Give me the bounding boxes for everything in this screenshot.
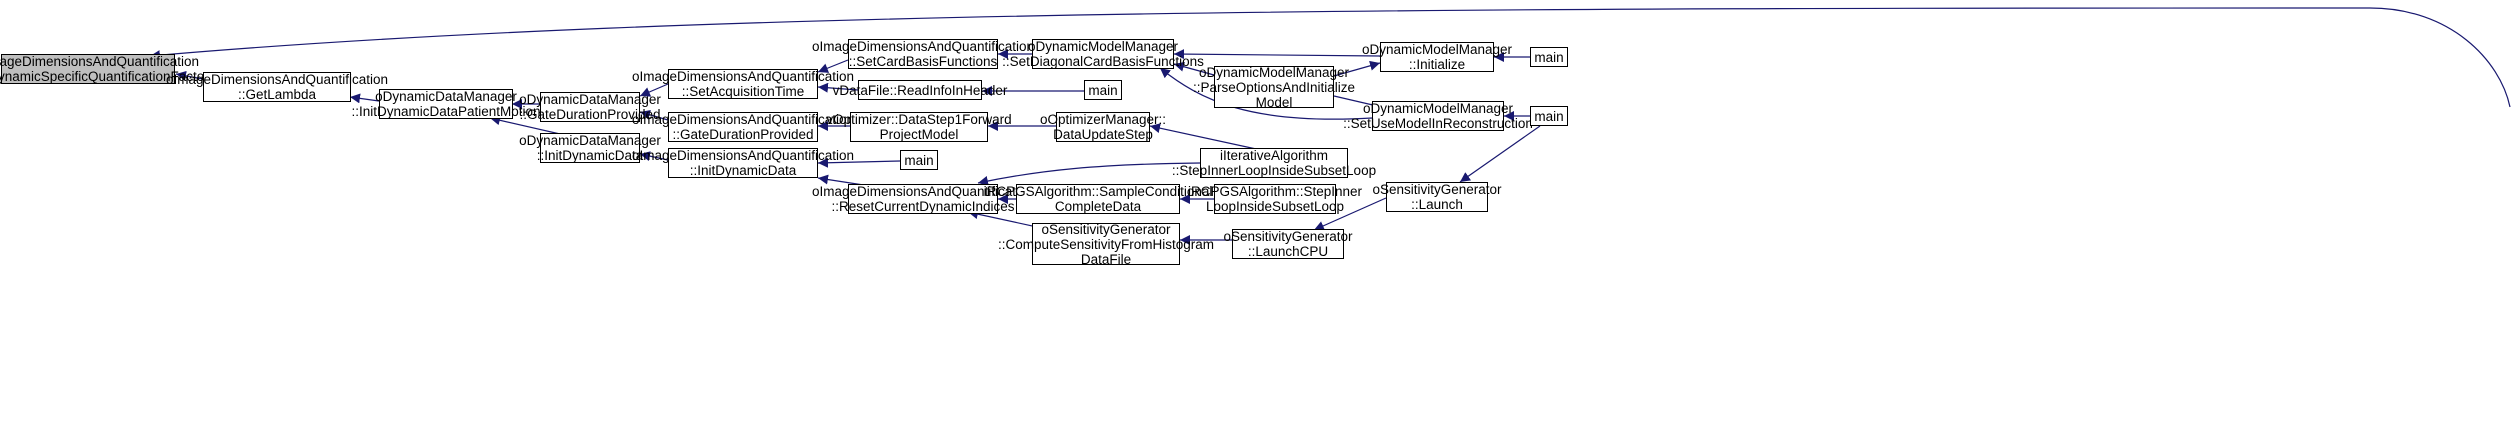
edge-getlambda-to-root — [175, 70, 204, 81]
node-sensitivity-compute-from-histogram[interactable]: oSensitivityGenerator ::ComputeSensitivi… — [997, 221, 1215, 267]
edge-mainmid-to-idqinitdata — [817, 157, 901, 168]
node-idq-set-card-basis-functions[interactable]: oImageDimensionsAndQuantification ::SetC… — [811, 39, 1035, 69]
node-init-dynamic-data-patient-motion[interactable]: oDynamicDataManager ::InitDynamicDataPat… — [351, 89, 541, 119]
node-rcpgs-step-inner-loop[interactable]: iRCPGSAlgorithm::StepInner LoopInsideSub… — [1187, 184, 1363, 214]
node-vdatafile-read-info-in-header[interactable]: vDataFile::ReadInfoInHeader — [833, 80, 1007, 100]
edge-dmminit-to-dmmsetdiag — [1173, 49, 1381, 60]
node-ddm-gate-duration-provided[interactable]: oDynamicDataManager ::GateDurationProvid… — [519, 92, 661, 122]
node-idq-reset-current-dynamic-indices[interactable]: oImageDimensionsAndQuantification ::Rese… — [811, 184, 1035, 214]
edge-vreadinfo-to-idqsetacq — [817, 82, 859, 93]
edge-mainright-to-senslaunch — [1459, 125, 1541, 183]
node-main-mid[interactable]: main — [900, 150, 938, 170]
node-idq-init-dynamic-data[interactable]: oImageDimensionsAndQuantification ::Init… — [631, 148, 855, 178]
node-dmm-parse-options-and-initialize-model[interactable]: oDynamicModelManager ::ParseOptionsAndIn… — [1192, 64, 1356, 110]
edge-iterstep-to-optupdate — [1149, 123, 1271, 153]
edge-iterstep-to-idqreset — [977, 162, 1201, 186]
node-main-top[interactable]: main — [1530, 47, 1568, 67]
edge-dmmparse-to-dmmsetdiag — [1173, 61, 1215, 76]
node-dmm-set-use-model-in-reconstruction[interactable]: oDynamicModelManager ::SetUseModelInReco… — [1343, 101, 1533, 131]
node-ddm-init-dynamic-data[interactable]: oDynamicDataManager ::InitDynamicData — [519, 133, 661, 163]
node-main-read[interactable]: main — [1084, 80, 1122, 100]
edge-senslaunch-to-senslaunchcpu — [1313, 197, 1387, 231]
node-dmm-initialize[interactable]: oDynamicModelManager ::Initialize — [1361, 42, 1513, 72]
edge-idqinitdata-to-ddminitdata — [639, 151, 669, 161]
node-get-lambda[interactable]: oImageDimensionsAndQuantification ::GetL… — [165, 72, 389, 102]
node-voptimizer-data-step1-forward[interactable]: vOptimizer::DataStep1Forward ProjectMode… — [826, 112, 1012, 142]
edge-idqsetacq-to-ddmgate — [639, 83, 669, 97]
node-dmm-set-diagonal-card-basis-functions[interactable]: oDynamicModelManager ::SetDiagonalCardBa… — [1002, 39, 1204, 69]
node-set-dynamic-specific-quantification-factors: oImageDimensionsAndQuantification ::SetD… — [0, 54, 216, 84]
edge-initdynpatient-to-getlambda — [349, 93, 380, 104]
edge-ddminitdata-to-initdynpatient — [489, 115, 561, 135]
edge-dmmparse-to-dmminit — [1333, 60, 1381, 77]
node-rcpgs-sample-conditional-complete-data[interactable]: iRCPGSAlgorithm::SampleConditional Compl… — [983, 184, 1213, 214]
edge-idqsetcard-to-idqsetacq — [817, 59, 849, 73]
node-iterative-step-inner-loop[interactable]: iIterativeAlgorithm ::StepInnerLoopInsid… — [1171, 148, 1377, 178]
edge-idqgate-to-ddmgate — [639, 109, 669, 121]
node-optimizer-manager-data-update-step[interactable]: oOptimizerManager:: DataUpdateStep — [1039, 112, 1167, 142]
node-idq-set-acquisition-time[interactable]: oImageDimensionsAndQuantification ::SetA… — [631, 69, 855, 99]
node-main-right[interactable]: main — [1530, 106, 1568, 126]
node-sensitivity-launch[interactable]: oSensitivityGenerator ::Launch — [1372, 182, 1502, 212]
node-sensitivity-launch-cpu[interactable]: oSensitivityGenerator ::LaunchCPU — [1223, 229, 1353, 259]
node-idq-gate-duration-provided[interactable]: oImageDimensionsAndQuantification ::Gate… — [631, 112, 855, 142]
edge-main-top-to-root — [149, 7, 2511, 108]
